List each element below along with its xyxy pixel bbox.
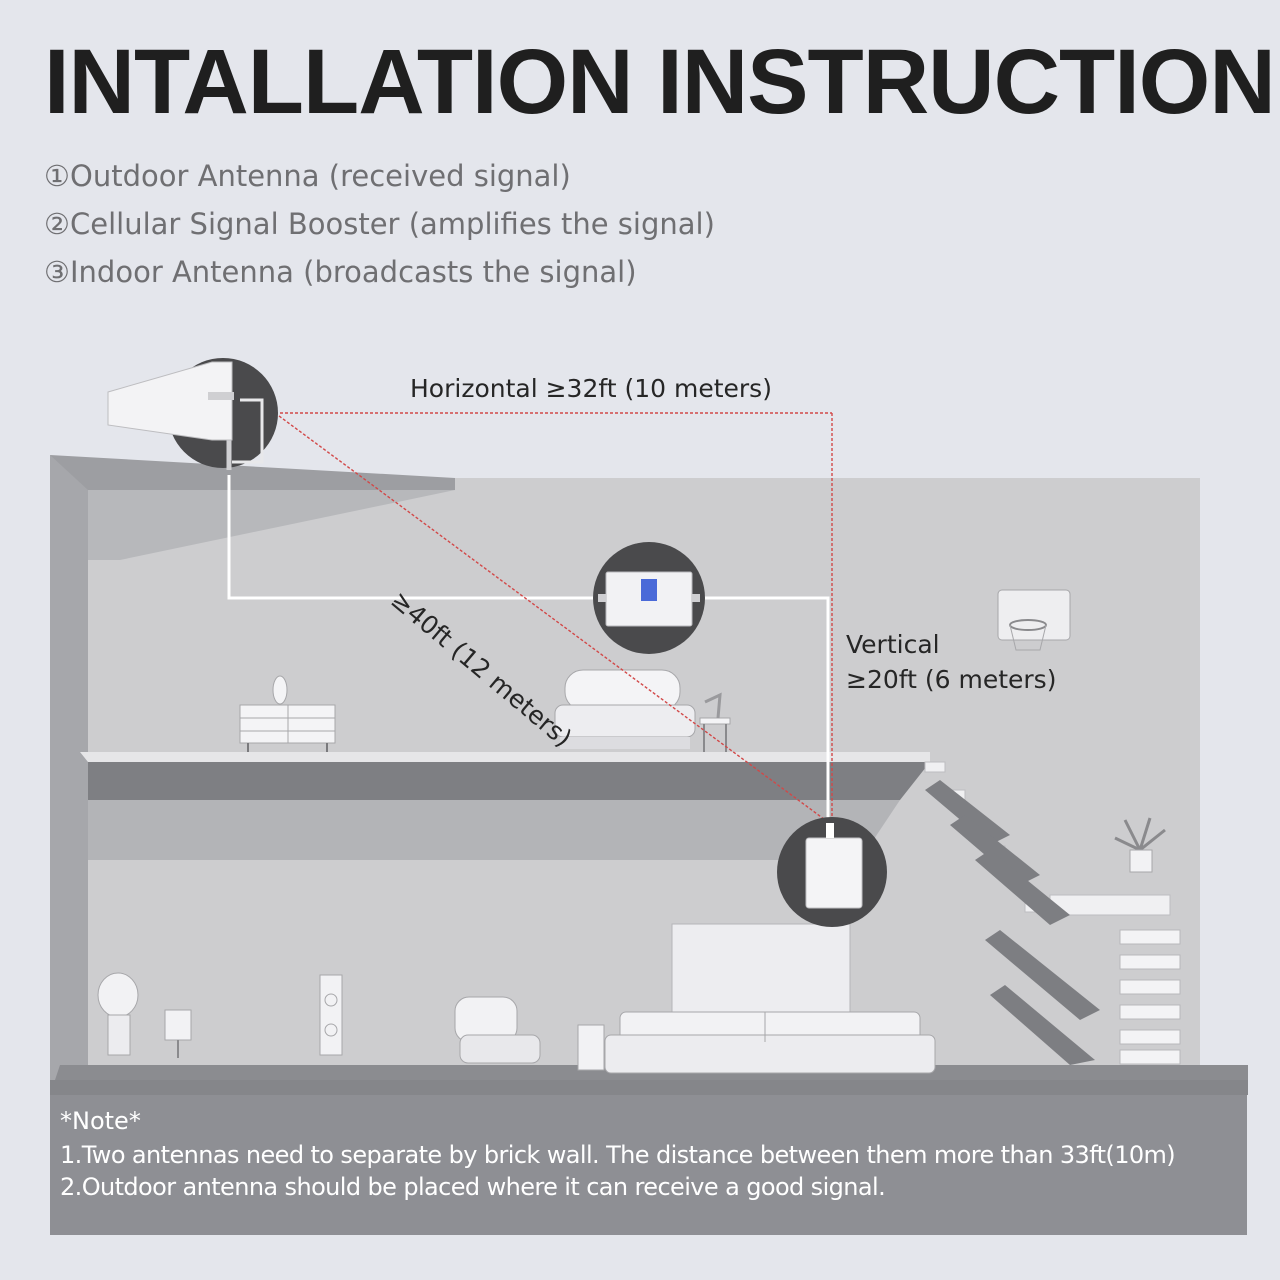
left-wall <box>50 455 88 1095</box>
outdoor-antenna-icon <box>107 358 278 470</box>
armchair-seat <box>459 1034 541 1064</box>
stair-shadow <box>925 780 1010 845</box>
side-table <box>577 1024 605 1071</box>
stair-shadow <box>950 815 1040 885</box>
booster-port-left <box>598 594 606 602</box>
dresser <box>239 675 336 752</box>
upper-floor-underside <box>88 762 930 800</box>
floor-speaker <box>319 974 343 1056</box>
stair-shadows <box>925 780 1100 1065</box>
antenna-bracket <box>208 392 234 400</box>
lamp <box>704 692 722 719</box>
stair-block <box>1119 979 1181 995</box>
page-title: INTALLATION INSTRUCTION <box>44 31 1276 133</box>
speaker-cone <box>324 1023 338 1037</box>
distance-guides <box>274 412 833 826</box>
legend-indoor-antenna: ③Indoor Antenna (broadcasts the signal) <box>44 255 637 289</box>
bed-headboard <box>564 669 681 711</box>
bed-mattress <box>554 704 696 738</box>
upper-floor-slab <box>80 752 930 762</box>
house-structure <box>50 455 1248 1095</box>
component-legend: ①Outdoor Antenna (received signal) ②Cell… <box>44 152 715 296</box>
sofa <box>604 1011 936 1074</box>
nightstand-top <box>699 717 731 725</box>
stair-block <box>1119 954 1181 970</box>
vertical-distance-value: ≥20ft (6 meters) <box>846 665 1057 694</box>
signal-booster-icon <box>593 542 705 654</box>
note-panel: *Note* 1.Two antennas need to separate b… <box>50 1095 1247 1235</box>
guide-diagonal <box>274 412 833 826</box>
wall-artwork <box>671 923 851 1025</box>
hoop-backboard <box>997 589 1071 641</box>
vertical-distance-title: Vertical <box>846 630 940 659</box>
legend-signal-booster: ②Cellular Signal Booster (amplifies the … <box>44 207 715 241</box>
hoop-net <box>1009 624 1047 651</box>
lower-stairs <box>1119 929 1181 1065</box>
indoor-antenna-icon <box>777 817 887 927</box>
basketball-hoop-icon <box>997 589 1071 651</box>
cable-booster-to-indoor <box>700 596 830 828</box>
stair-block <box>1119 1029 1181 1045</box>
desk-corner <box>97 972 192 1058</box>
speaker-body <box>319 974 343 1056</box>
roof-slab <box>50 455 455 490</box>
stair-block <box>1119 929 1181 945</box>
plant-pot <box>1129 849 1153 873</box>
legend-outdoor-antenna: ①Outdoor Antenna (received signal) <box>44 159 571 193</box>
cable-outdoor-to-booster <box>227 475 598 600</box>
plant-stand <box>107 1014 131 1056</box>
armchair <box>454 996 541 1064</box>
booster-screen <box>641 579 657 601</box>
ceiling-shadow <box>88 800 900 860</box>
note-heading: *Note* <box>60 1107 141 1135</box>
bed-base <box>560 737 690 749</box>
plant-leaves <box>1114 817 1166 852</box>
note-item: 1.Two antennas need to separate by brick… <box>60 1141 1176 1169</box>
antenna-panel <box>107 361 233 441</box>
antenna-cable-loop <box>232 398 264 464</box>
stair-shadow <box>985 930 1100 1020</box>
stair-block <box>1119 1004 1181 1020</box>
floor-front <box>50 1080 1248 1095</box>
signal-cable <box>227 475 830 828</box>
bed <box>554 669 696 749</box>
cactus-plant <box>272 675 288 705</box>
stair-shadow <box>990 985 1095 1065</box>
side-plant <box>1114 817 1166 873</box>
sofa-seat <box>604 1034 936 1074</box>
stair-shadow <box>975 850 1070 925</box>
desk-chair <box>164 1009 192 1041</box>
stair-step <box>924 761 946 773</box>
stair-block <box>1119 1049 1181 1065</box>
note-item: 2.Outdoor antenna should be placed where… <box>60 1173 886 1201</box>
stair-step <box>1049 894 1171 916</box>
potted-plant <box>97 972 139 1018</box>
roof-shadow <box>88 490 455 560</box>
speaker-cone <box>324 993 338 1007</box>
booster-port-right <box>692 594 700 602</box>
horizontal-distance-label: Horizontal ≥32ft (10 meters) <box>410 374 772 403</box>
indoor-antenna-panel <box>805 837 863 909</box>
indoor-antenna-cap <box>826 823 834 838</box>
